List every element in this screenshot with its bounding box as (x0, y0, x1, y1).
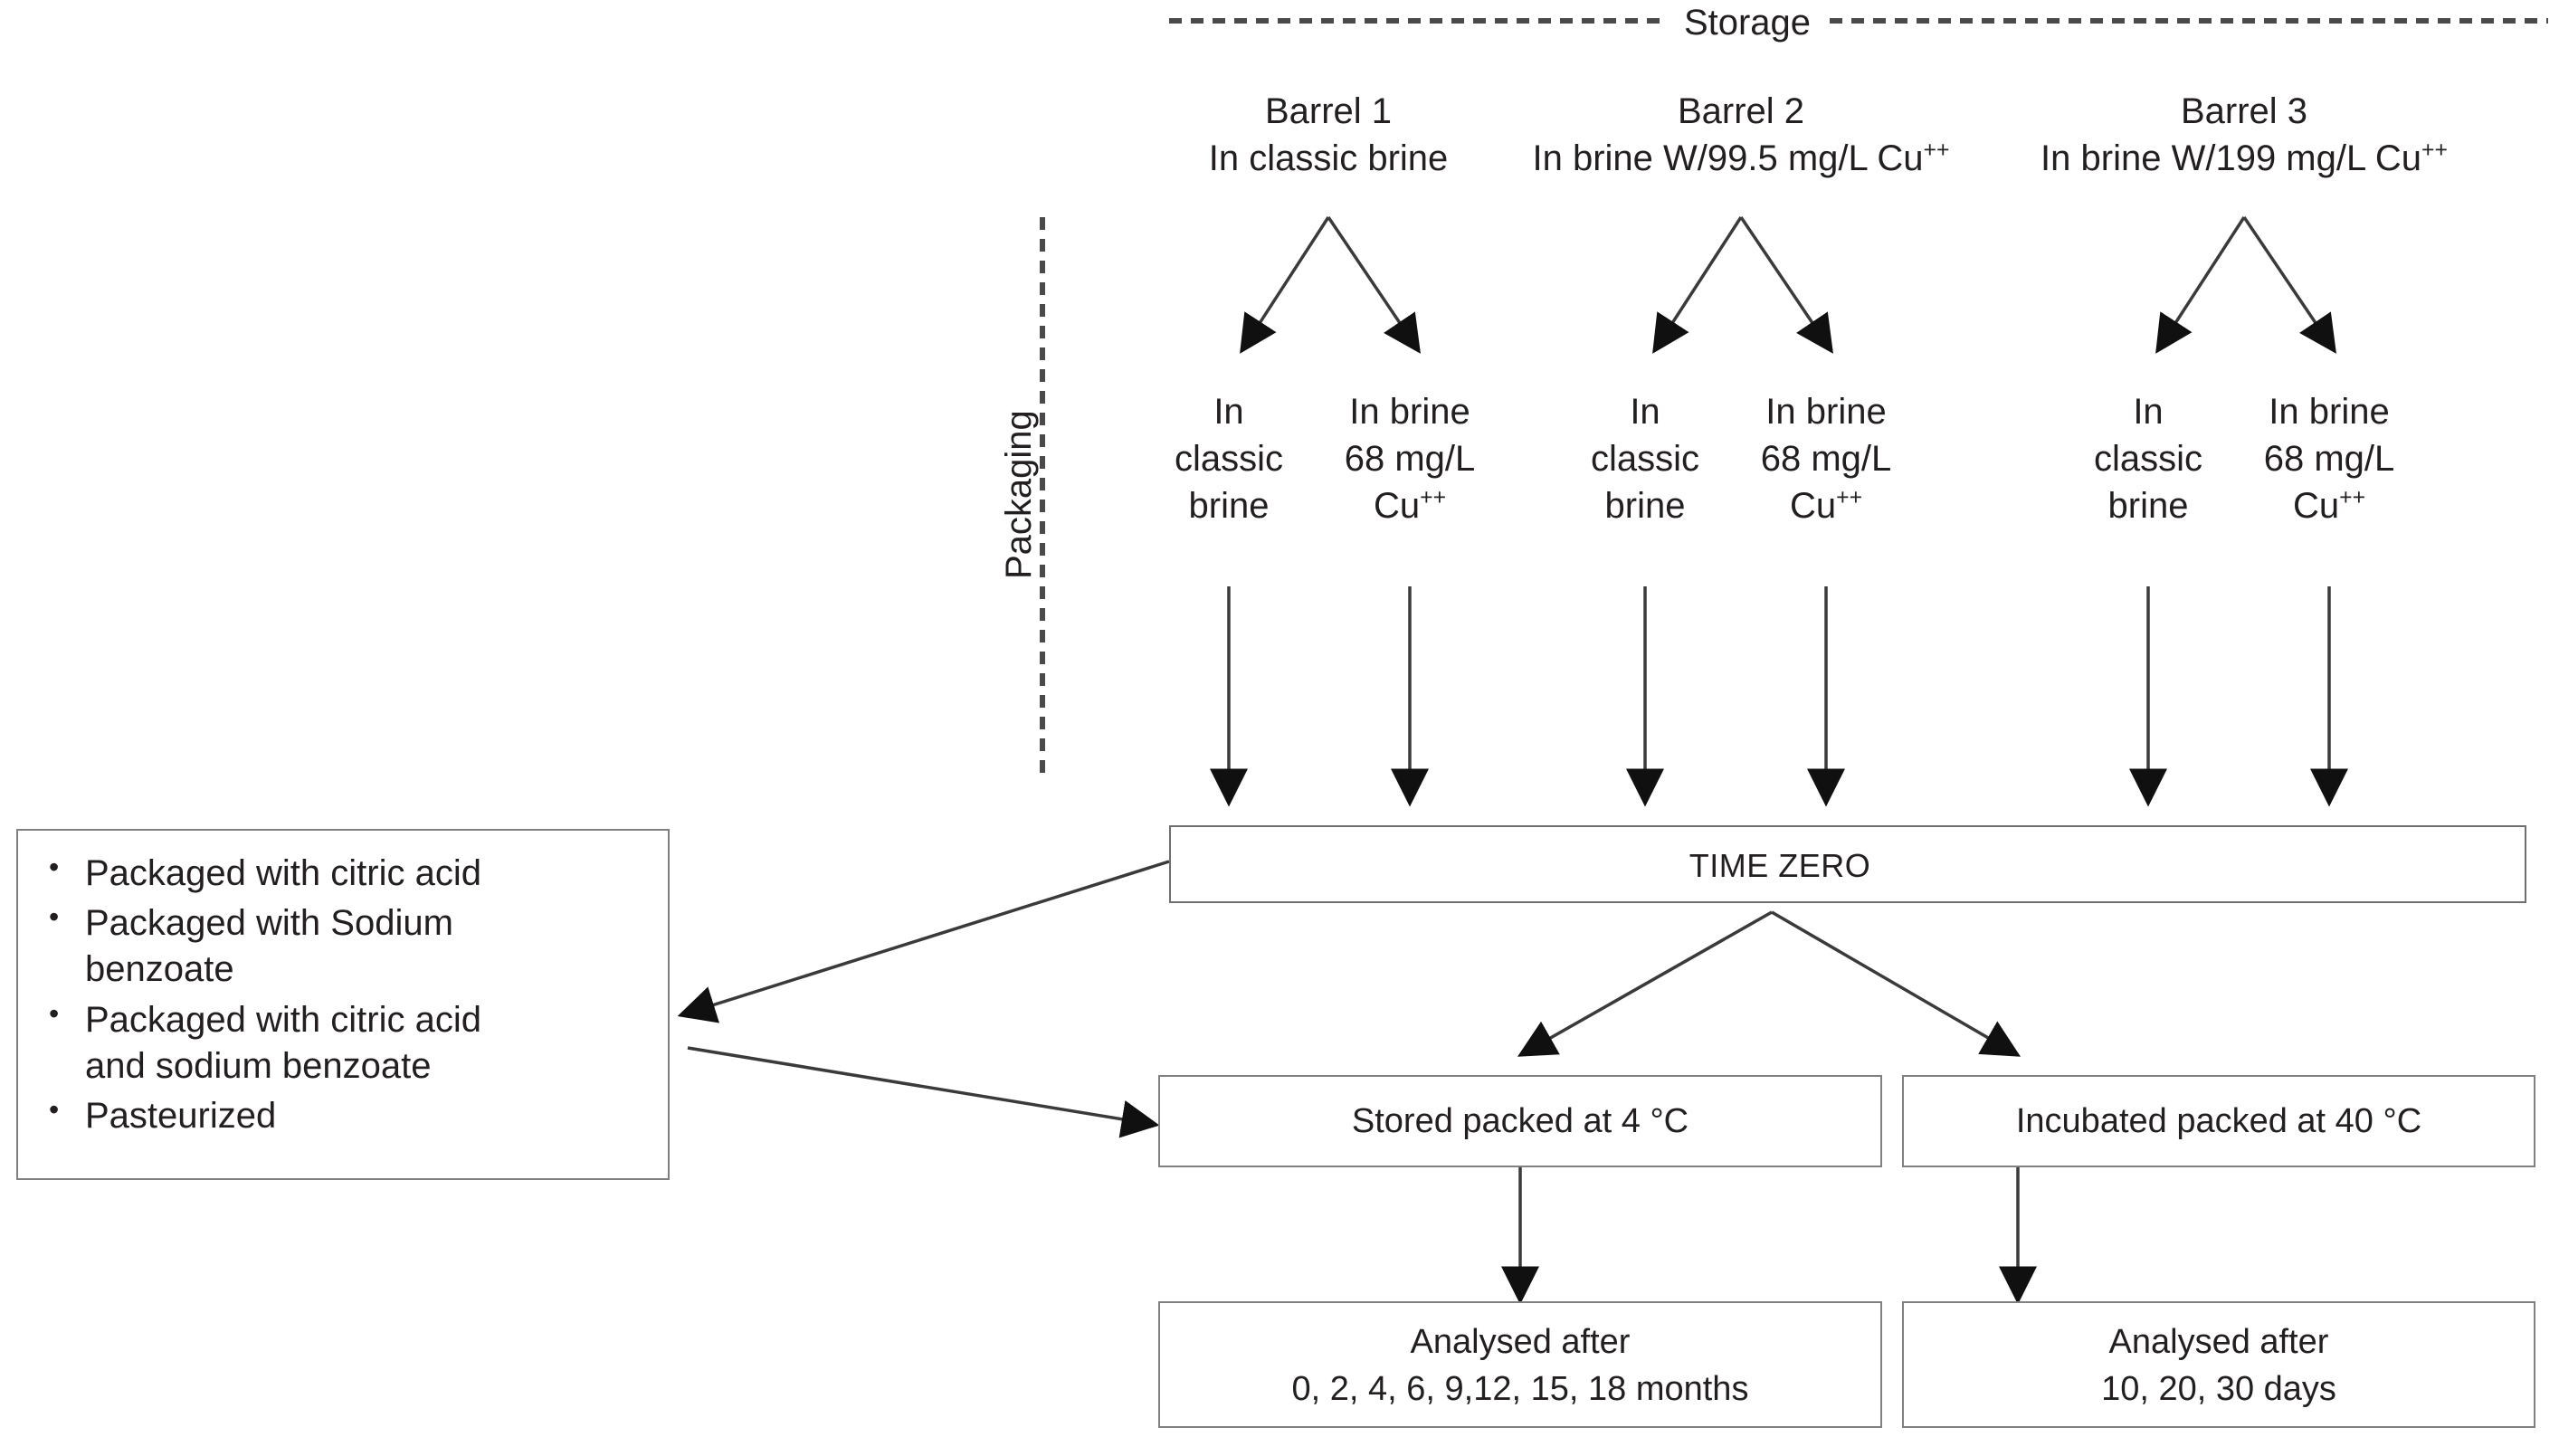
packaging-col-4-line3-text: Cu (1789, 486, 1837, 526)
barrel-1-desc: In classic brine (1209, 138, 1449, 180)
packaging-col-2-line1: In brine (1349, 392, 1470, 432)
packaging-col-4-line3: Cu++ (1790, 485, 1862, 528)
packaging-col-3-line3: brine (1604, 486, 1686, 526)
treatments-list: Packaged with citric acid Packaged with … (45, 849, 650, 1139)
analysis-incubated-line2: 10, 20, 30 days (2101, 1370, 2336, 1408)
barrel-1-desc-text: In classic brine (1208, 138, 1449, 178)
barrel-2-name: Barrel 2 (1677, 91, 1805, 131)
time-zero-box: TIME ZERO (1169, 825, 2526, 903)
stored-box-label: Stored packed at 4 °C (1351, 1102, 1689, 1140)
packaging-col-6-line1: In brine (2269, 392, 2390, 432)
packaging-col-3-line1: In (1630, 392, 1660, 432)
time-zero-label: TIME ZERO (1689, 847, 1871, 884)
barrel-2-charge-sup: ++ (1923, 138, 1950, 163)
analysis-incubated-line1: Analysed after (2108, 1323, 2329, 1361)
analysis-box-incubated: Analysed after 10, 20, 30 days (1902, 1301, 2535, 1428)
timezero-branch-right (1771, 910, 2022, 1057)
barrel-2-desc: In brine W/99.5 mg/L Cu++ (1532, 138, 1949, 180)
storage-label: Storage (1683, 3, 1812, 43)
incubated-box: Incubated packed at 40 °C (1902, 1075, 2535, 1167)
barrel2-branch-right (1739, 216, 1833, 354)
barrel-3-name: Barrel 3 (2180, 91, 2308, 131)
treatments-to-stored-arrow (687, 1046, 1160, 1138)
packaging-col-4-charge-sup: ++ (1836, 485, 1863, 510)
analysis-stored-line1: Analysed after (1410, 1323, 1631, 1361)
barrel-1-name: Barrel 1 (1264, 91, 1393, 131)
packaging-col-2-line2: 68 mg/L (1344, 439, 1476, 479)
barrel-3-charge-sup: ++ (2421, 138, 2448, 163)
packaging-col-1-line3: brine (1188, 486, 1270, 526)
packaging-col-4-line2: 68 mg/L (1760, 439, 1892, 479)
barrel1-branch-left (1240, 216, 1330, 354)
packaging-label: Packaging (999, 410, 1039, 579)
barrel-3-desc: In brine W/199 mg/L Cu++ (2041, 138, 2448, 180)
packaging-col-5-line1: In (2133, 392, 2164, 432)
barrel3-branch-left (2155, 216, 2246, 354)
packaging-col-3-line2: classic (1590, 439, 1700, 479)
packaging-col-1-line1: In (1213, 392, 1244, 432)
treatment-item-4: Pasteurized (49, 1091, 650, 1139)
barrel-2-desc-text: In brine W/99.5 mg/L Cu (1532, 138, 1924, 178)
barrel2-branch-left (1652, 216, 1743, 354)
treatment-item-2: Packaged with Sodium benzoate (49, 899, 650, 993)
stored-box: Stored packed at 4 °C (1158, 1075, 1882, 1167)
analysis-stored-line2: 0, 2, 4, 6, 9,12, 15, 18 months (1291, 1370, 1749, 1408)
treatment-item-1: Packaged with citric acid (49, 849, 650, 897)
packaging-col-4-line1: In brine (1765, 392, 1887, 432)
packaging-col-5-line2: classic (2093, 439, 2203, 479)
packaging-col-6-line2: 68 mg/L (2263, 439, 2395, 479)
barrel3-branch-right (2242, 216, 2336, 354)
treatments-box: Packaged with citric acid Packaged with … (16, 829, 670, 1180)
barrel1-branch-right (1327, 216, 1421, 354)
packaging-col-6-charge-sup: ++ (2339, 485, 2366, 510)
treatment-item-3: Packaged with citric acid and sodium ben… (49, 995, 650, 1090)
packaging-col-2-line3-text: Cu (1373, 486, 1421, 526)
packaging-col-2-line3: Cu++ (1374, 485, 1446, 528)
packaging-col-5-line3: brine (2107, 486, 2189, 526)
incubated-box-label: Incubated packed at 40 °C (2015, 1102, 2422, 1140)
packaging-col-2-charge-sup: ++ (1420, 485, 1447, 510)
packaging-col-1-line2: classic (1174, 439, 1284, 479)
analysis-box-stored: Analysed after 0, 2, 4, 6, 9,12, 15, 18 … (1158, 1301, 1882, 1428)
packaging-col-6-line3: Cu++ (2293, 485, 2365, 528)
packaging-col-6-line3-text: Cu (2292, 486, 2340, 526)
timezero-branch-left (1517, 910, 1773, 1057)
barrel-3-desc-text: In brine W/199 mg/L Cu (2041, 138, 2421, 178)
